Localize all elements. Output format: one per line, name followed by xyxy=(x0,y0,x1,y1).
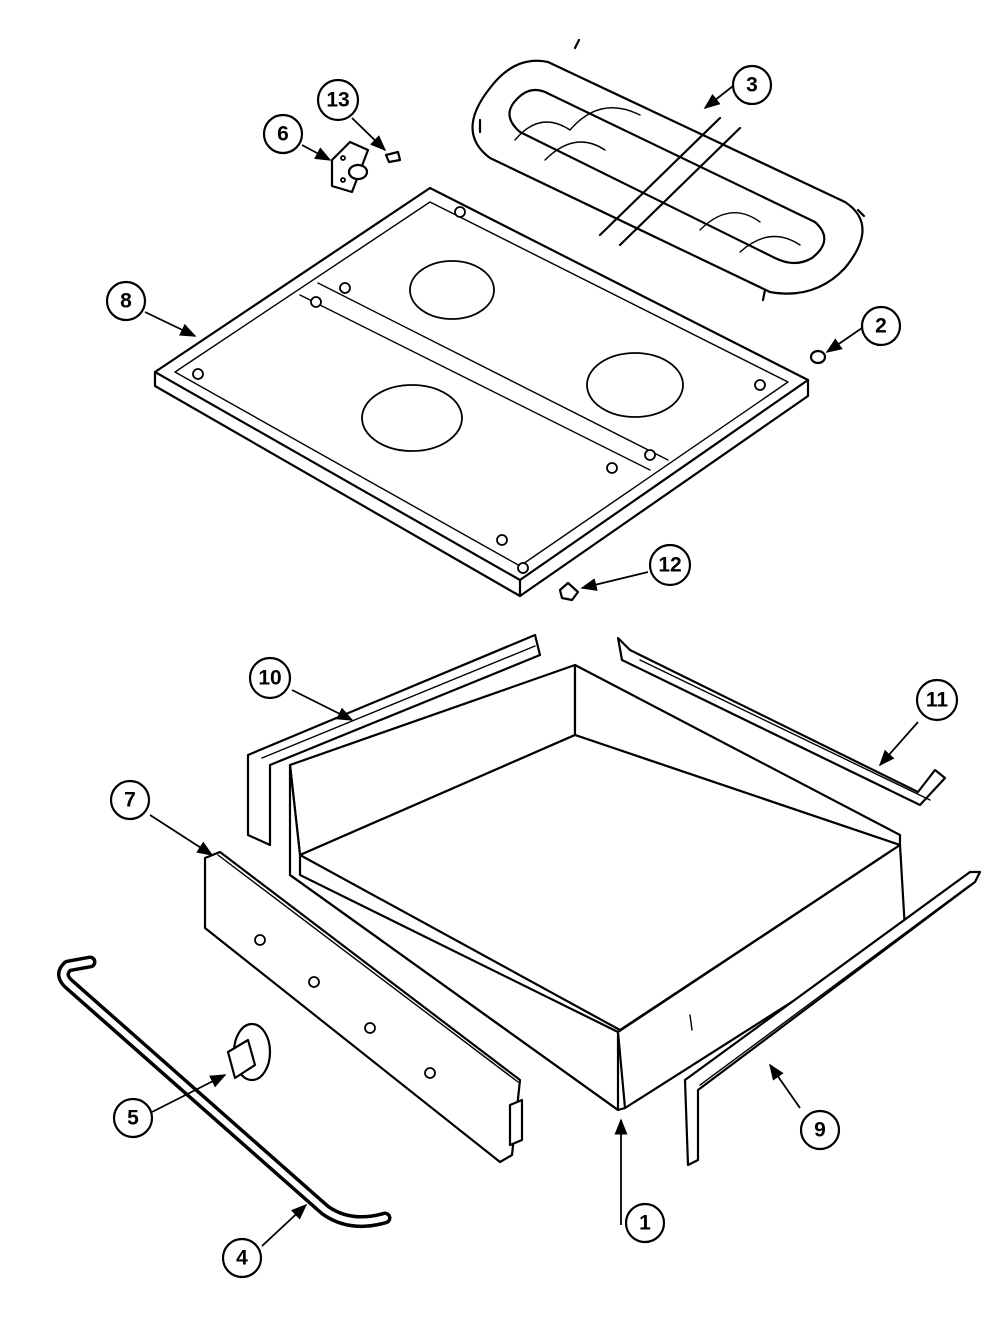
callout-10: 10 xyxy=(248,656,292,700)
callout-circle xyxy=(799,1109,841,1151)
callout-label: 4 xyxy=(236,1247,248,1270)
control-knob xyxy=(226,1022,272,1082)
callout-13: 13 xyxy=(316,78,360,122)
nut xyxy=(809,349,827,365)
oval-wire-grate xyxy=(471,38,866,302)
push-clip xyxy=(558,581,580,602)
callout-3: 3 xyxy=(731,64,773,106)
callout-label: 13 xyxy=(326,89,349,112)
callout-leaders xyxy=(144,85,919,1247)
callout-label: 2 xyxy=(875,315,887,338)
callout-label: 12 xyxy=(658,554,681,577)
callout-1: 1 xyxy=(624,1202,666,1244)
callout-label: 6 xyxy=(277,123,289,146)
callout-circle xyxy=(860,305,902,347)
drawer-box xyxy=(288,663,907,1112)
cooktop-top-panel xyxy=(153,186,810,598)
left-side-rail xyxy=(246,633,542,847)
callout-5: 5 xyxy=(112,1097,154,1139)
callout-circle xyxy=(248,656,292,700)
mounting-bracket xyxy=(330,140,370,194)
callout-2: 2 xyxy=(860,305,902,347)
callout-label: 5 xyxy=(127,1107,139,1130)
callout-8: 8 xyxy=(105,280,147,322)
callout-circle xyxy=(731,64,773,106)
callout-circle xyxy=(112,1097,154,1139)
callout-12: 12 xyxy=(648,543,692,587)
callout-label: 1 xyxy=(639,1212,651,1235)
callout-11: 11 xyxy=(915,678,959,722)
callout-circle xyxy=(221,1237,263,1279)
front-panel xyxy=(203,850,524,1164)
callout-circle xyxy=(105,280,147,322)
callout-9: 9 xyxy=(799,1109,841,1151)
callout-circle xyxy=(109,779,151,821)
callout-label: 7 xyxy=(124,789,136,812)
callout-circle xyxy=(316,78,360,122)
screw xyxy=(384,150,402,164)
callout-circle xyxy=(648,543,692,587)
callout-7: 7 xyxy=(109,779,151,821)
callout-label: 11 xyxy=(926,689,949,712)
callout-label: 10 xyxy=(258,667,281,690)
callout-label: 8 xyxy=(120,290,132,313)
callout-label: 9 xyxy=(814,1119,826,1142)
callout-4: 4 xyxy=(221,1237,263,1279)
callout-circle xyxy=(624,1202,666,1244)
callout-circle xyxy=(262,113,304,155)
right-side-rail xyxy=(616,636,947,807)
callout-6: 6 xyxy=(262,113,304,155)
drawer-handle xyxy=(57,955,392,1229)
callout-circle xyxy=(915,678,959,722)
front-right-rail xyxy=(683,870,982,1167)
callout-label: 3 xyxy=(746,74,758,97)
